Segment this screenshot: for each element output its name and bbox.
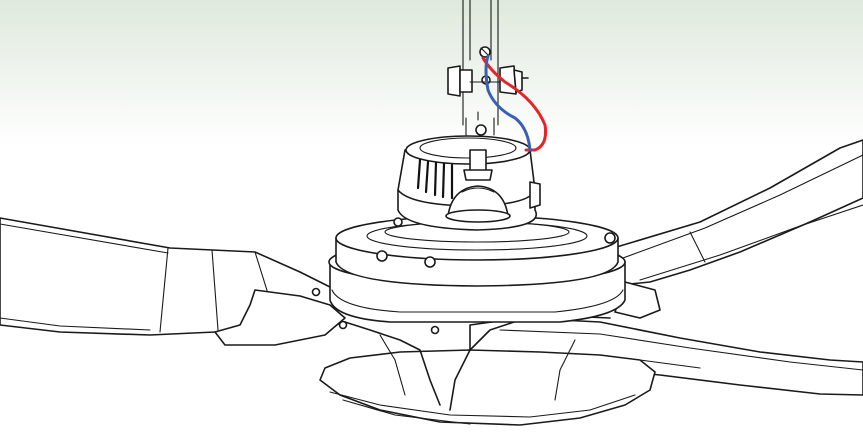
vent-slots (416, 158, 454, 200)
top-cap (397, 135, 541, 231)
blade-arms (214, 281, 661, 426)
blade-right (599, 139, 863, 286)
motor-housing (311, 215, 626, 335)
blue-wire (484, 54, 532, 152)
wires (481, 54, 547, 152)
red-wire (481, 56, 547, 152)
